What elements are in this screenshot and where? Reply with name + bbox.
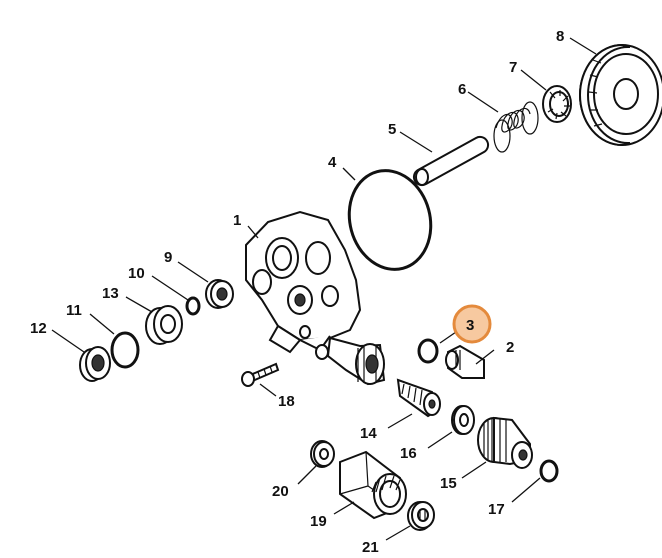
callout-4: 4 (328, 154, 337, 171)
part-14-nozzle-insert (396, 378, 441, 418)
part-19-union-nut (339, 450, 407, 520)
part-1-pump-housing (245, 210, 386, 386)
callout-3: 3 (466, 317, 474, 334)
callout-2: 2 (506, 339, 514, 356)
part-9-seal (205, 279, 234, 309)
part-3-o-ring (417, 338, 439, 364)
callout-18: 18 (278, 393, 295, 410)
part-5-pin (412, 135, 490, 187)
part-13-bushing (145, 305, 183, 345)
callout-10: 10 (128, 265, 145, 282)
part-16-washer (451, 405, 475, 435)
callout-6: 6 (458, 81, 466, 98)
highlight-callout-3 (452, 304, 492, 344)
callout-16: 16 (400, 445, 417, 462)
callout-15: 15 (440, 475, 457, 492)
part-12-seal (79, 346, 111, 382)
part-10-o-ring (185, 296, 201, 316)
callout-labels: 1 2 3 4 5 6 7 8 9 10 11 12 13 14 15 16 1… (30, 28, 564, 556)
callout-9: 9 (164, 249, 172, 266)
callout-5: 5 (388, 121, 396, 138)
callout-8: 8 (556, 28, 564, 45)
part-6-spring (493, 101, 539, 153)
part-17-o-ring (539, 459, 559, 483)
part-4-large-o-ring (347, 169, 433, 271)
callout-12: 12 (30, 320, 47, 337)
part-15-connector (477, 416, 533, 469)
callout-11: 11 (66, 302, 82, 319)
part-2-plug (445, 344, 485, 379)
part-11-o-ring (110, 331, 140, 369)
leader-lines (51, 37, 597, 541)
callout-7: 7 (509, 59, 517, 76)
callout-13: 13 (102, 285, 119, 302)
callout-1: 1 (233, 212, 241, 229)
callout-21: 21 (362, 539, 379, 556)
callout-14: 14 (360, 425, 377, 442)
part-20-washer (310, 440, 335, 468)
callout-19: 19 (310, 513, 327, 530)
part-8-ring-nut (578, 43, 662, 147)
part-7-spring-washer (542, 85, 572, 123)
callout-17: 17 (488, 501, 505, 518)
part-21-strainer-disc (407, 501, 435, 531)
callout-20: 20 (272, 483, 289, 500)
part-18-screw (241, 362, 280, 387)
